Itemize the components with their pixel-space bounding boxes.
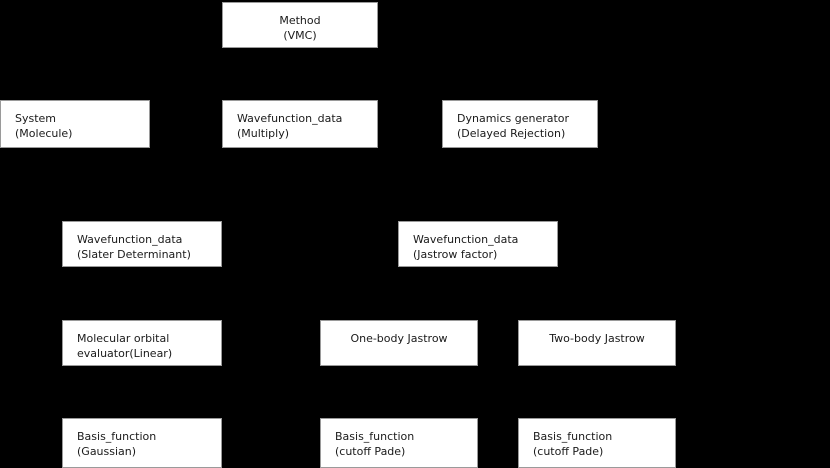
- node-label-secondary: evaluator(Linear): [77, 347, 173, 360]
- node-two-body-jastrow[interactable]: Two-body Jastrow: [518, 320, 676, 366]
- node-label-secondary: (VMC): [283, 29, 317, 42]
- node-molecular-orbital-evaluator-linear[interactable]: Molecular orbital evaluator(Linear): [62, 320, 222, 366]
- node-label-secondary: (Molecule): [15, 127, 73, 140]
- node-label-secondary: (Slater Determinant): [77, 248, 191, 261]
- node-label-primary: Wavefunction_data: [77, 233, 183, 246]
- node-wavefunction-data-multiply[interactable]: Wavefunction_data (Multiply): [222, 100, 378, 148]
- node-method-vmc[interactable]: Method (VMC): [222, 2, 378, 48]
- node-label-secondary: (Jastrow factor): [413, 248, 498, 261]
- node-label-primary: Molecular orbital: [77, 332, 170, 345]
- node-label-primary: Wavefunction_data: [413, 233, 519, 246]
- node-label-primary: Basis_function: [335, 430, 415, 443]
- node-label-primary: Wavefunction_data: [237, 112, 343, 125]
- node-wavefunction-data-jastrow-factor[interactable]: Wavefunction_data (Jastrow factor): [398, 221, 558, 267]
- node-label-secondary: (Multiply): [237, 127, 290, 140]
- node-basis-function-gaussian[interactable]: Basis_function (Gaussian): [62, 418, 222, 468]
- node-wavefunction-data-slater-determinant[interactable]: Wavefunction_data (Slater Determinant): [62, 221, 222, 267]
- node-label-primary: Method: [279, 14, 321, 27]
- node-system-molecule[interactable]: System (Molecule): [0, 100, 150, 148]
- node-label-primary: One-body Jastrow: [350, 332, 448, 345]
- node-label-primary: Basis_function: [77, 430, 157, 443]
- node-label-secondary: (Gaussian): [77, 445, 137, 458]
- node-label-primary: Dynamics generator: [457, 112, 570, 125]
- node-dynamics-generator-delayed-rejection[interactable]: Dynamics generator (Delayed Rejection): [442, 100, 598, 148]
- node-label-primary: System: [15, 112, 57, 125]
- node-one-body-jastrow[interactable]: One-body Jastrow: [320, 320, 478, 366]
- node-basis-function-cutoff-pade-one-body[interactable]: Basis_function (cutoff Pade): [320, 418, 478, 468]
- node-label-secondary: (cutoff Pade): [533, 445, 604, 458]
- node-label-primary: Two-body Jastrow: [549, 332, 645, 345]
- node-label-secondary: (cutoff Pade): [335, 445, 406, 458]
- node-basis-function-cutoff-pade-two-body[interactable]: Basis_function (cutoff Pade): [518, 418, 676, 468]
- node-label-primary: Basis_function: [533, 430, 613, 443]
- node-label-secondary: (Delayed Rejection): [457, 127, 566, 140]
